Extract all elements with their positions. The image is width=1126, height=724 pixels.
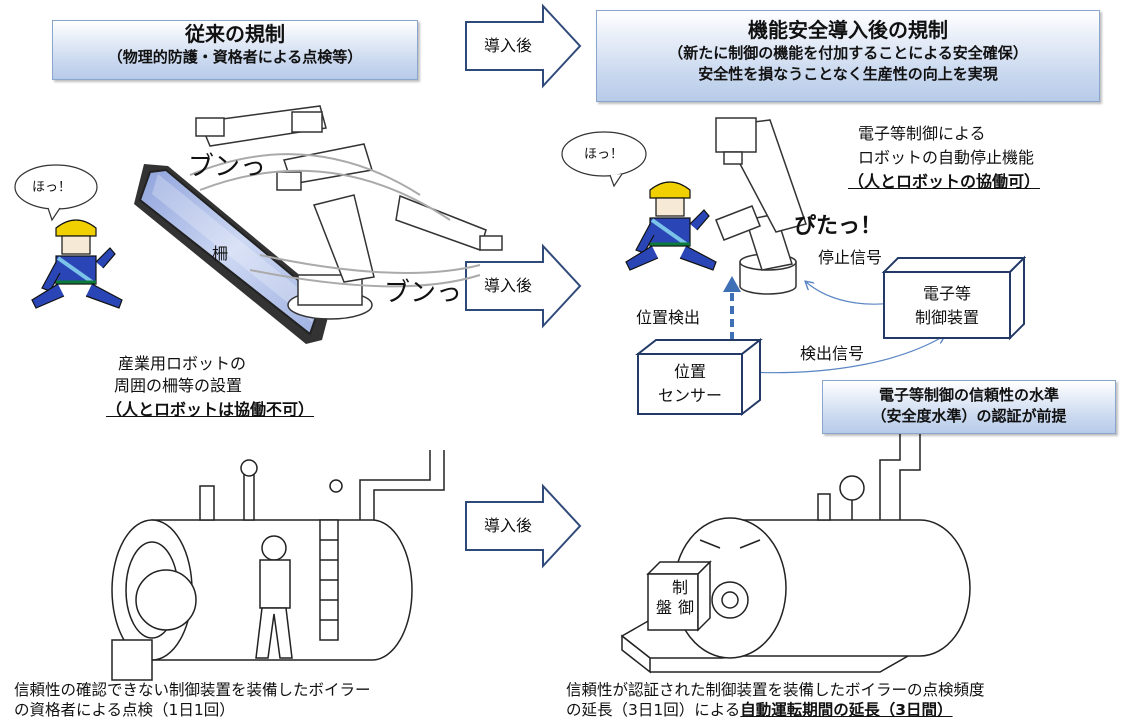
boiler-before-caption-2: の資格者による点検（1日1回）	[14, 701, 235, 719]
robot-after-desc-3: （人とロボットの協働可）	[848, 172, 1041, 191]
stop-sound-text: ぴたっ！	[794, 214, 883, 239]
swing-sound-2: ブンっ	[384, 278, 463, 308]
robot-before-caption-3: （人とロボットは協働不可）	[106, 400, 315, 419]
arrow-bottom-right	[465, 483, 582, 569]
speech-bubble-right	[561, 131, 647, 188]
before-banner-subtitle: （物理的防護・資格者による点検等）	[107, 48, 363, 66]
detect-signal-label: 検出信号	[800, 344, 865, 363]
position-detect-label: 位置検出	[636, 308, 701, 327]
controller-label-1: 電子等	[922, 284, 971, 303]
stop-signal-label: 停止信号	[818, 248, 883, 267]
swing-sound-1: ブンっ	[188, 152, 267, 182]
panel-label-1: 制	[672, 578, 689, 597]
after-regulation-banner: 機能安全導入後の規制 （新たに制御の機能を付加することによる安全確保） 安全性を…	[596, 10, 1100, 102]
detect-signal-line	[745, 336, 944, 374]
controller-label-2: 制御装置	[914, 308, 979, 327]
worker-figure-right	[625, 181, 717, 271]
certification-banner: 電子等制御の信頼性の水準 （安全度水準）の認証が前提	[822, 380, 1116, 434]
controller-box	[881, 255, 1027, 341]
arrow-label-middle: 導入後	[484, 276, 533, 295]
robot-after-desc-1: 電子等制御による	[858, 124, 986, 143]
fence-label: 柵	[212, 244, 229, 263]
boiler-before-caption-1: 信頼性の確認できない制御装置を装備したボイラー	[14, 681, 371, 699]
arrow-middle-right	[465, 243, 582, 329]
boiler-after-illustration	[620, 420, 971, 674]
speech-text-right: ほっ！	[584, 147, 624, 162]
boiler-after-caption-2-emphasis: 自動運転期間の延長（3日間）	[740, 701, 953, 719]
robot-after-desc-2: ロボットの自動停止機能	[858, 148, 1035, 167]
arrow-label-bottom: 導入後	[484, 516, 533, 535]
arrow-label-top: 導入後	[484, 36, 533, 55]
robot-before-caption-2: 周囲の柵等の設置	[114, 376, 243, 395]
arrow-top-right	[465, 3, 582, 89]
after-banner-title: 機能安全導入後の規制	[748, 18, 948, 42]
panel-label-2: 御	[678, 598, 695, 617]
sensor-box	[635, 337, 763, 417]
after-banner-line2: 安全性を損なうことなく生産性の向上を実現	[698, 65, 998, 83]
boiler-after-caption-2: の延長（3日1回）による自動運転期間の延長（3日間）	[566, 700, 953, 720]
after-banner-line1: （新たに制御の機能を付加することによる安全確保）	[668, 44, 1028, 62]
robot-before-caption-1: 産業用ロボットの	[118, 354, 247, 373]
before-regulation-banner: 従来の規制 （物理的防護・資格者による点検等）	[52, 20, 418, 80]
before-banner-title: 従来の規制	[185, 22, 285, 46]
motion-arcs	[189, 153, 481, 288]
certification-line1: 電子等制御の信頼性の水準	[878, 386, 1059, 404]
sensor-label-2: センサー	[657, 386, 722, 405]
robot-arm-before	[195, 105, 503, 320]
boiler-before-illustration	[111, 450, 445, 681]
speech-bubble-left	[14, 164, 98, 222]
certification-line2: （安全度水準）の認証が前提	[871, 407, 1067, 425]
worker-figure-left	[31, 219, 123, 309]
fence-panel	[134, 164, 332, 344]
boiler-after-caption-2-prefix: の延長（3日1回）による	[566, 701, 741, 719]
sensor-label-1: 位置	[673, 362, 706, 381]
robot-arm-after	[715, 117, 807, 295]
panel-label-3: 盤	[656, 598, 673, 617]
boiler-after-caption-1: 信頼性が認証された制御装置を装備したボイラーの点検頻度	[566, 681, 985, 699]
position-detect-arrow	[723, 276, 741, 340]
speech-text-left: ほっ！	[32, 180, 72, 195]
